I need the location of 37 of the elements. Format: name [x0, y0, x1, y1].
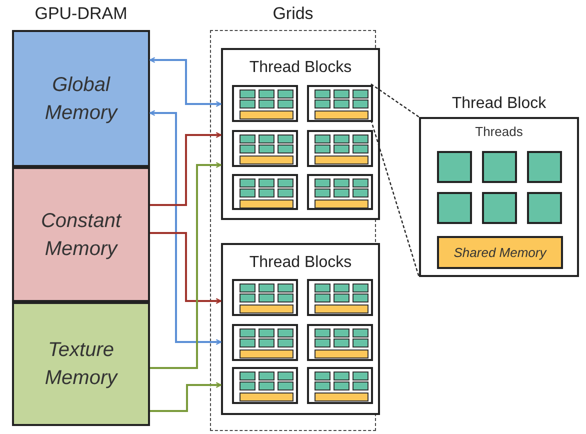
memory-box	[12, 302, 150, 426]
thread-block-box	[232, 85, 298, 122]
memory-box	[12, 30, 150, 167]
zoom-line	[370, 120, 420, 278]
memory-column	[12, 4, 150, 426]
grid-box	[221, 243, 380, 415]
thread-block-box	[307, 174, 373, 210]
thread-block-box	[232, 279, 298, 316]
arrow	[150, 132, 222, 206]
thread-block-box	[232, 367, 298, 404]
arrow	[150, 232, 222, 304]
grid-box	[221, 48, 380, 220]
memory-label: Texture Memory	[44, 338, 119, 391]
shared-memory-bar	[437, 236, 563, 269]
memory-label: Constant Memory	[40, 208, 123, 262]
threads-label: Threads	[474, 124, 524, 140]
thread-block-box	[307, 85, 373, 122]
memory-label: Global Memory	[44, 72, 119, 126]
arrow	[149, 57, 222, 107]
thread-block-box	[232, 130, 298, 167]
grid-title: Thread Blocks	[248, 58, 353, 78]
arrow	[149, 110, 222, 345]
thread-block-box	[307, 130, 373, 167]
thread-block-box	[307, 279, 373, 316]
arrow	[150, 162, 222, 369]
thread-block-box	[307, 324, 373, 361]
thread-block-box	[307, 367, 373, 404]
detail-title: Thread Block	[450, 94, 548, 114]
thread-block-box	[232, 324, 298, 361]
thread-block-box	[232, 174, 298, 210]
shared-memory-label: Shared Memory	[454, 244, 546, 260]
column-title: GPU-DRAM	[34, 4, 128, 24]
grid-title: Thread Blocks	[248, 253, 353, 273]
group-title: Grids	[272, 4, 314, 24]
memory-box	[12, 167, 150, 302]
arrow	[150, 382, 222, 412]
zoom-line	[370, 84, 420, 118]
